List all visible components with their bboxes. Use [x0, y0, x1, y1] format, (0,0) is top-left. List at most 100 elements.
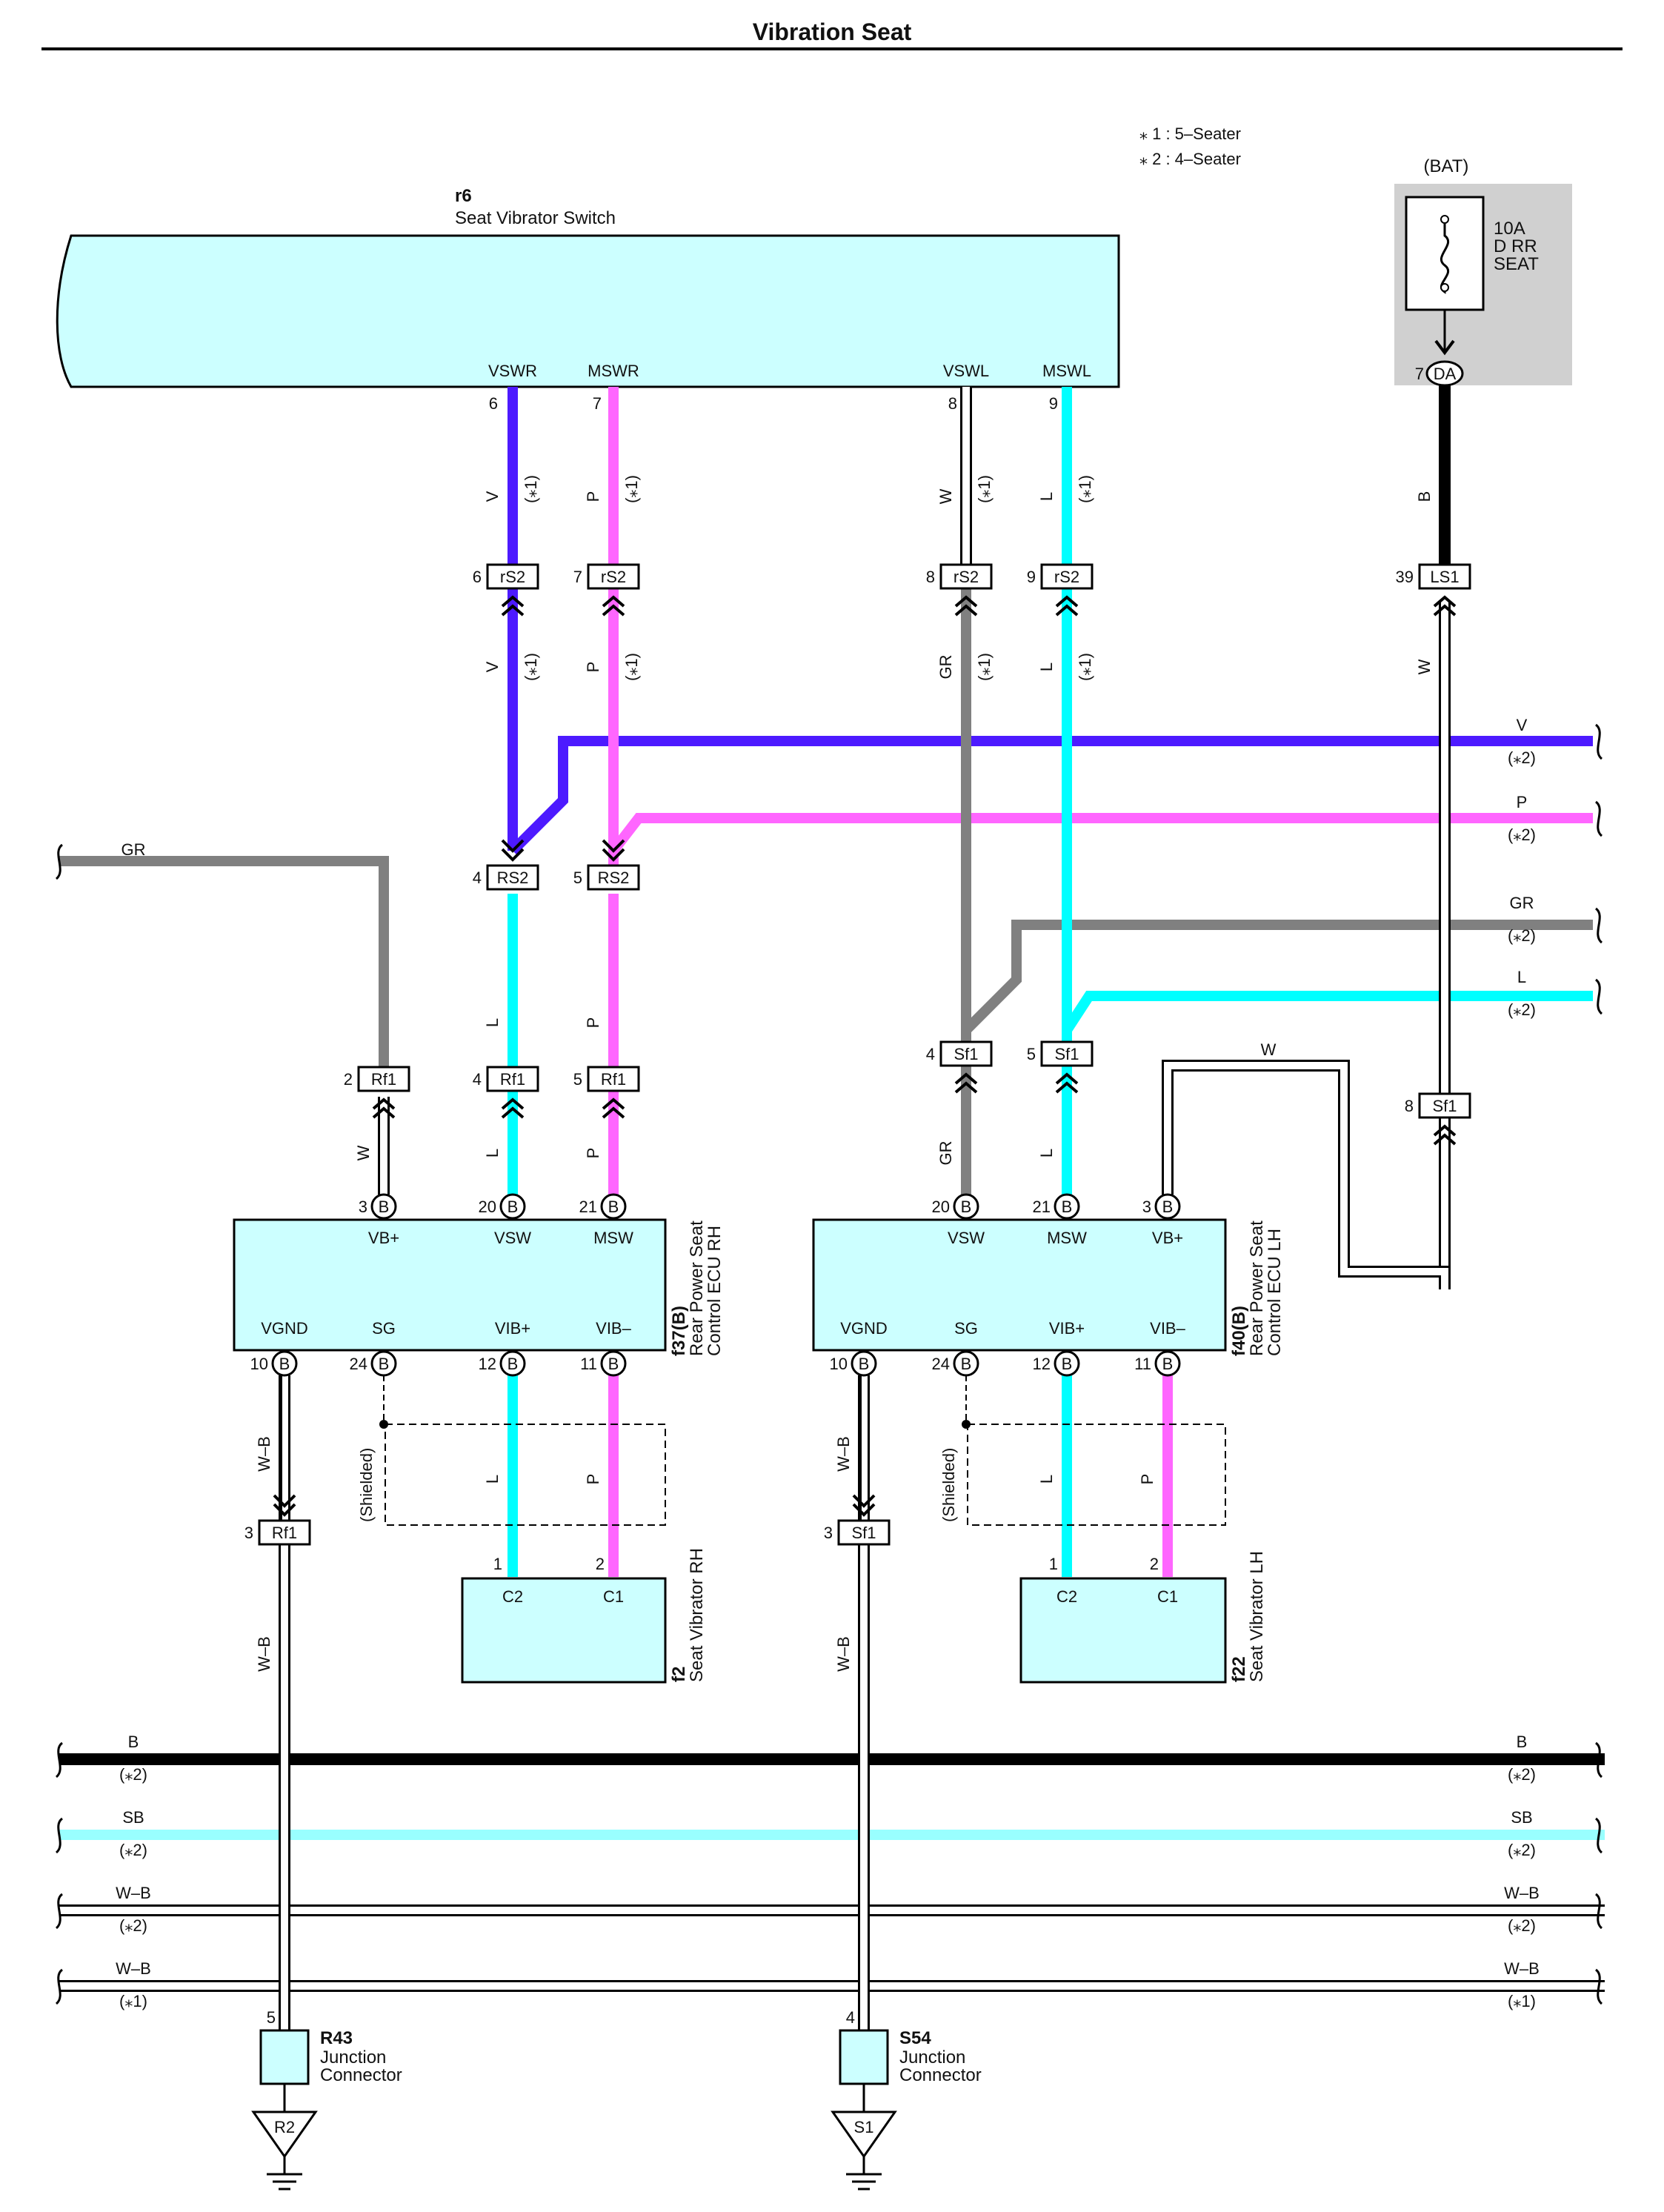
- svg-text:f22: f22: [1229, 1656, 1249, 1682]
- svg-text:(⁎1): (⁎1): [975, 475, 994, 503]
- connector-RS2-4: RS2 4: [473, 839, 539, 891]
- lh-vsw-label: VSW: [948, 1229, 985, 1247]
- svg-text:B: B: [859, 1355, 870, 1373]
- svg-text:(⁎2): (⁎2): [1508, 748, 1536, 767]
- svg-text:5: 5: [573, 868, 582, 887]
- svg-text:R2: R2: [274, 2118, 295, 2136]
- chevron-icon: [602, 1097, 625, 1119]
- svg-text:(⁎2): (⁎2): [1508, 926, 1536, 945]
- svg-text:24: 24: [350, 1355, 367, 1373]
- svg-text:W–B: W–B: [116, 1959, 151, 1978]
- svg-text:P: P: [584, 1148, 602, 1159]
- svg-text:B: B: [379, 1355, 390, 1373]
- svg-text:B: B: [1162, 1355, 1174, 1373]
- connector-sf1-8: Sf1 8: [1405, 1092, 1471, 1146]
- svg-text:B: B: [279, 1355, 290, 1373]
- svg-text:Sf1: Sf1: [1054, 1045, 1079, 1063]
- ground-icon: [831, 2110, 897, 2159]
- switch-pin-vswl: VSWL: [943, 362, 989, 380]
- svg-text:W–B: W–B: [255, 1636, 273, 1672]
- svg-text:10: 10: [830, 1355, 848, 1373]
- svg-text:B: B: [1517, 1733, 1528, 1751]
- svg-text:Sf1: Sf1: [1432, 1097, 1457, 1115]
- shielded-label-lh: (Shielded): [939, 1448, 958, 1522]
- svg-text:S1: S1: [854, 2118, 874, 2136]
- ecu-rh-name-1: Rear Power Seat: [687, 1220, 707, 1356]
- svg-text:L: L: [483, 1149, 502, 1158]
- da-pin: 7: [1415, 365, 1424, 383]
- svg-text:L: L: [1037, 1149, 1056, 1158]
- svg-text:rS2: rS2: [500, 568, 525, 586]
- fuse-name-1: D RR: [1494, 236, 1537, 256]
- connector-RS2-5: RS2 5: [573, 839, 640, 891]
- svg-text:(⁎1): (⁎1): [622, 475, 641, 503]
- switch-pin-num-6: 6: [489, 394, 498, 413]
- svg-text:(⁎2): (⁎2): [1508, 1841, 1536, 1859]
- svg-text:P: P: [584, 491, 602, 502]
- svg-text:(⁎2): (⁎2): [1508, 1916, 1536, 1935]
- svg-text:L: L: [483, 1475, 502, 1484]
- wires: [59, 385, 1605, 2053]
- svg-text:2: 2: [344, 1070, 353, 1089]
- wire-v-branch: [509, 736, 1593, 854]
- svg-text:SB: SB: [122, 1808, 144, 1827]
- svg-text:9: 9: [1027, 568, 1036, 586]
- rh-vibplus-label: VIB+: [495, 1319, 530, 1338]
- svg-text:B: B: [507, 1355, 519, 1373]
- svg-text:V: V: [483, 661, 502, 672]
- lh-msw-label: MSW: [1047, 1229, 1087, 1247]
- fuse-arrow-icon: [1434, 339, 1455, 356]
- wire-p-branch: [609, 813, 1593, 854]
- seat-vibrator-lh: 1 2 C2 C1 f22 Seat Vibrator LH: [1019, 1551, 1267, 1684]
- wire-labels-vertical: V (⁎1) P (⁎1) W (⁎1) L (⁎1) B V (⁎1) P (…: [255, 475, 1434, 1672]
- svg-text:B: B: [1062, 1198, 1073, 1216]
- svg-text:7: 7: [573, 568, 582, 586]
- wire-labels-horizontal: V (⁎2) P (⁎2) GR (⁎2) L (⁎2) W GR B (⁎2)…: [116, 716, 1540, 2010]
- svg-text:Sf1: Sf1: [851, 1524, 876, 1542]
- junction-r43: 5 R43 Junction Connector R2: [251, 2008, 402, 2191]
- svg-text:W: W: [936, 488, 955, 504]
- svg-text:21: 21: [1033, 1198, 1051, 1216]
- svg-text:5: 5: [1027, 1045, 1036, 1063]
- seat-vibrator-rh: 1 2 C2 C1 f2 Seat Vibrator RH: [461, 1548, 707, 1684]
- svg-text:(⁎1): (⁎1): [622, 653, 641, 681]
- svg-text:B: B: [507, 1198, 519, 1216]
- switch-pin-num-7: 7: [593, 394, 602, 413]
- svg-text:4: 4: [473, 868, 482, 887]
- svg-text:SB: SB: [1511, 1808, 1532, 1827]
- svg-text:(⁎1): (⁎1): [975, 653, 994, 681]
- rh-sg-label: SG: [372, 1319, 396, 1338]
- ecu-rh-name-2: Control ECU RH: [705, 1226, 725, 1356]
- svg-text:3: 3: [824, 1524, 833, 1542]
- switch-code: r6: [455, 186, 472, 206]
- svg-text:C2: C2: [1056, 1587, 1077, 1606]
- chevron-down-icon: [602, 839, 625, 862]
- chevron-down-icon: [852, 1494, 876, 1517]
- seat-vibrator-switch: r6 Seat Vibrator Switch VSWR MSWR VSWL M…: [56, 186, 1120, 413]
- svg-text:GR: GR: [1510, 894, 1534, 912]
- svg-text:B: B: [128, 1733, 139, 1751]
- chevron-icon: [954, 1072, 978, 1094]
- svg-text:B: B: [608, 1198, 619, 1216]
- svg-text:Connector: Connector: [899, 2065, 982, 2085]
- rh-vsw-label: VSW: [494, 1229, 531, 1247]
- svg-text:B: B: [379, 1198, 390, 1216]
- bus-ends: [55, 723, 1603, 2005]
- svg-text:10: 10: [250, 1355, 268, 1373]
- svg-text:12: 12: [479, 1355, 496, 1373]
- note-4-seater: ⁎ 2 : 4–Seater: [1139, 150, 1241, 168]
- svg-text:Junction: Junction: [899, 2047, 965, 2067]
- svg-text:Connector: Connector: [320, 2065, 402, 2085]
- svg-text:8: 8: [926, 568, 935, 586]
- svg-text:C1: C1: [1157, 1587, 1178, 1606]
- svg-text:(⁎1): (⁎1): [1508, 1992, 1536, 2010]
- switch-pin-num-8: 8: [948, 394, 957, 413]
- svg-text:20: 20: [932, 1198, 950, 1216]
- svg-text:(⁎2): (⁎2): [119, 1765, 147, 1784]
- svg-text:GR: GR: [936, 1141, 955, 1166]
- svg-text:3: 3: [244, 1524, 253, 1542]
- ground-icon: [251, 2110, 318, 2159]
- svg-text:(⁎2): (⁎2): [1508, 1000, 1536, 1019]
- svg-text:21: 21: [579, 1198, 597, 1216]
- svg-text:6: 6: [473, 568, 482, 586]
